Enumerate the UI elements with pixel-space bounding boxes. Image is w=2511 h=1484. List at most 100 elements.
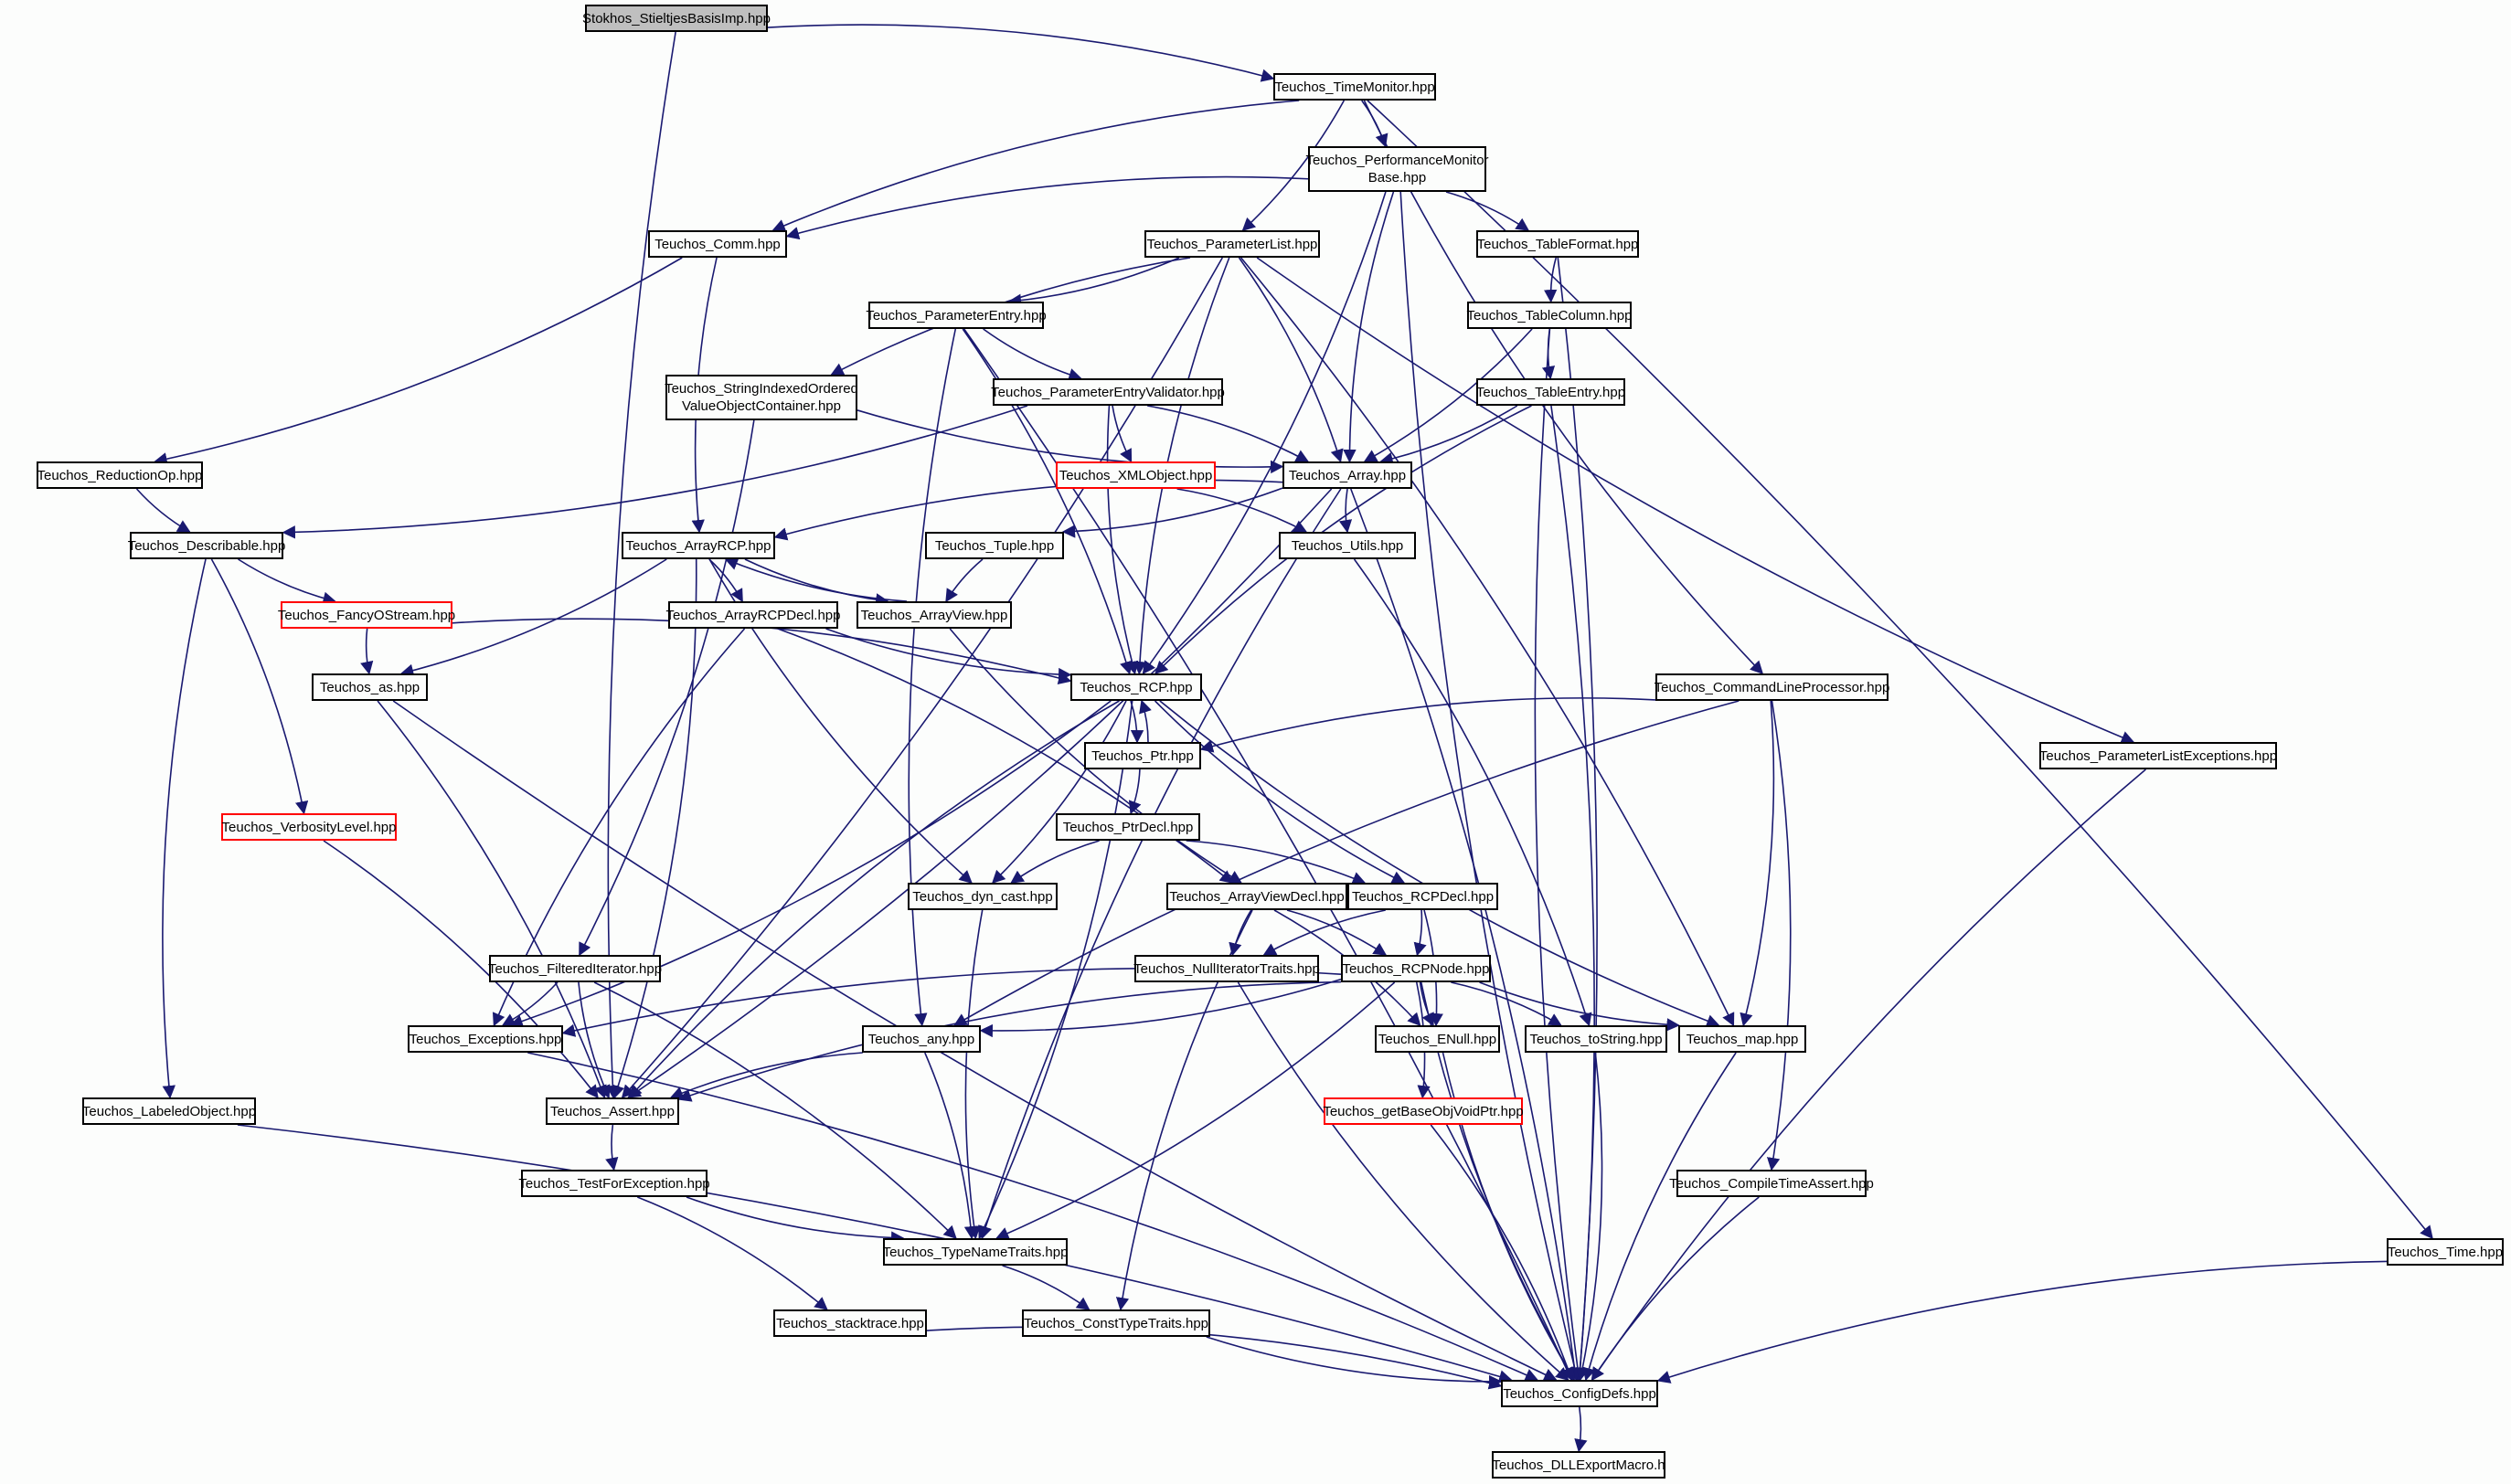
edge-arrayview-to-arrayrcp bbox=[724, 557, 908, 602]
node-rcp[interactable]: Teuchos_RCP.hpp bbox=[1070, 673, 1202, 701]
edge-utils-to-tostring bbox=[1353, 558, 1592, 1027]
node-peval[interactable]: Teuchos_ParameterEntryValidator.hpp bbox=[991, 378, 1225, 406]
node-label: ValueObjectContainer.hpp bbox=[681, 398, 841, 414]
node-ptr[interactable]: Teuchos_Ptr.hpp bbox=[1084, 742, 1201, 769]
edge-tablecolumn-to-array bbox=[1363, 328, 1533, 462]
node-arrayrcpdecl[interactable]: Teuchos_ArrayRCPDecl.hpp bbox=[665, 601, 841, 629]
edge-ptr-to-ptrdecl bbox=[1128, 768, 1142, 815]
node-arrayview[interactable]: Teuchos_ArrayView.hpp bbox=[857, 601, 1012, 629]
edge-perfmon-to-rcp bbox=[1142, 191, 1387, 675]
node-label: Teuchos_any.hpp bbox=[867, 1031, 975, 1047]
node-compiletime[interactable]: Teuchos_CompileTimeAssert.hpp bbox=[1669, 1170, 1874, 1197]
node-label: Teuchos_stacktrace.hpp bbox=[776, 1315, 924, 1331]
node-label: Teuchos_dyn_cast.hpp bbox=[912, 888, 1053, 905]
node-rcpnode[interactable]: Teuchos_RCPNode.hpp bbox=[1341, 955, 1491, 982]
node-as[interactable]: Teuchos_as.hpp bbox=[312, 673, 428, 701]
edge-peval-to-describable bbox=[282, 405, 1028, 539]
node-reductionop[interactable]: Teuchos_ReductionOp.hpp bbox=[37, 461, 203, 489]
node-time[interactable]: Teuchos_Time.hpp bbox=[2387, 1238, 2504, 1266]
node-label: Teuchos_Describable.hpp bbox=[127, 537, 286, 554]
node-label: Teuchos_as.hpp bbox=[319, 679, 420, 695]
node-paramlist[interactable]: Teuchos_ParameterList.hpp bbox=[1144, 230, 1320, 258]
edge-tableentry-to-array bbox=[1379, 405, 1518, 466]
node-labeled[interactable]: Teuchos_LabeledObject.hpp bbox=[82, 1097, 256, 1125]
edge-paramlist-to-paramentry bbox=[1007, 257, 1180, 307]
node-label: Teuchos_map.hpp bbox=[1686, 1031, 1799, 1047]
node-enull[interactable]: Teuchos_ENull.hpp bbox=[1375, 1025, 1500, 1053]
node-label: Teuchos_Assert.hpp bbox=[550, 1103, 675, 1119]
node-label: Teuchos_ParameterListExceptions.hpp bbox=[2038, 747, 2278, 764]
node-dyncast[interactable]: Teuchos_dyn_cast.hpp bbox=[908, 883, 1058, 910]
node-root[interactable]: Stokhos_StieltjesBasisImp.hpp bbox=[582, 5, 771, 32]
edge-comm-to-reductionop bbox=[154, 257, 683, 466]
edge-map-to-configdefs bbox=[1582, 1052, 1737, 1382]
node-typename[interactable]: Teuchos_TypeNameTraits.hpp bbox=[883, 1238, 1068, 1266]
node-map[interactable]: Teuchos_map.hpp bbox=[1678, 1025, 1806, 1053]
node-tablecolumn[interactable]: Teuchos_TableColumn.hpp bbox=[1467, 302, 1632, 329]
edge-tableformat-to-configdefs bbox=[1557, 257, 1598, 1382]
edge-arrayrcp-to-arrayview bbox=[744, 558, 889, 607]
node-arrayviewdecl[interactable]: Teuchos_ArrayViewDecl.hpp bbox=[1166, 883, 1347, 910]
node-getbase[interactable]: Teuchos_getBaseObjVoidPtr.hpp bbox=[1323, 1097, 1524, 1125]
edge-paramentry-to-rcp bbox=[962, 328, 1133, 675]
edge-array-to-typename bbox=[979, 488, 1342, 1240]
edge-tableentry-to-configdefs bbox=[1550, 405, 1595, 1382]
node-tuple[interactable]: Teuchos_Tuple.hpp bbox=[925, 532, 1064, 559]
node-paramentry[interactable]: Teuchos_ParameterEntry.hpp bbox=[866, 302, 1047, 329]
node-testforexc[interactable]: Teuchos_TestForException.hpp bbox=[518, 1170, 710, 1197]
node-utils[interactable]: Teuchos_Utils.hpp bbox=[1279, 532, 1416, 559]
node-stacktrace[interactable]: Teuchos_stacktrace.hpp bbox=[773, 1309, 927, 1337]
edge-getbase-to-configdefs bbox=[1430, 1124, 1575, 1382]
node-label: Teuchos_ArrayRCPDecl.hpp bbox=[665, 607, 841, 623]
node-describable[interactable]: Teuchos_Describable.hpp bbox=[127, 532, 286, 559]
node-ptrdecl[interactable]: Teuchos_PtrDecl.hpp bbox=[1056, 813, 1200, 841]
edge-peval-to-array bbox=[1147, 405, 1310, 462]
node-plexceptions[interactable]: Teuchos_ParameterListExceptions.hpp bbox=[2039, 742, 2277, 769]
edge-tablecolumn-to-configdefs bbox=[1534, 328, 1585, 1382]
node-tostring[interactable]: Teuchos_toString.hpp bbox=[1525, 1025, 1667, 1053]
node-label: Teuchos_TableFormat.hpp bbox=[1476, 236, 1639, 252]
node-clp[interactable]: Teuchos_CommandLineProcessor.hpp bbox=[1654, 673, 1889, 701]
node-verbosity[interactable]: Teuchos_VerbosityLevel.hpp bbox=[221, 813, 397, 841]
node-label: Teuchos_TestForException.hpp bbox=[518, 1175, 710, 1192]
node-rcpdecl[interactable]: Teuchos_RCPDecl.hpp bbox=[1347, 883, 1498, 910]
node-timemonitor[interactable]: Teuchos_TimeMonitor.hpp bbox=[1273, 73, 1436, 101]
node-arrayrcp[interactable]: Teuchos_ArrayRCP.hpp bbox=[622, 532, 775, 559]
edge-clp-to-any bbox=[953, 700, 1740, 1026]
edge-describable-to-labeled bbox=[162, 558, 207, 1099]
node-array[interactable]: Teuchos_Array.hpp bbox=[1282, 461, 1412, 489]
edge-reductionop-to-describable bbox=[135, 488, 191, 533]
edge-arrayrcpdecl-to-rcp bbox=[825, 628, 1072, 682]
node-filtered[interactable]: Teuchos_FilteredIterator.hpp bbox=[488, 955, 662, 982]
edge-root-to-assert bbox=[606, 31, 676, 1099]
node-assert[interactable]: Teuchos_Assert.hpp bbox=[546, 1097, 679, 1125]
edge-consttype-to-configdefs bbox=[1206, 1336, 1503, 1389]
node-fancyostream[interactable]: Teuchos_FancyOStream.hpp bbox=[278, 601, 455, 629]
node-configdefs[interactable]: Teuchos_ConfigDefs.hpp bbox=[1501, 1380, 1658, 1407]
node-exceptions[interactable]: Teuchos_Exceptions.hpp bbox=[408, 1025, 563, 1053]
edge-paramlist-to-plexceptions bbox=[1256, 257, 2135, 744]
node-label: Teuchos_Array.hpp bbox=[1288, 467, 1407, 483]
node-label: Teuchos_Exceptions.hpp bbox=[409, 1031, 562, 1047]
node-label: Teuchos_ParameterEntry.hpp bbox=[866, 307, 1047, 323]
node-label: Teuchos_ArrayViewDecl.hpp bbox=[1169, 888, 1345, 905]
node-label: Teuchos_LabeledObject.hpp bbox=[81, 1103, 257, 1119]
node-dllexport[interactable]: Teuchos_DLLExportMacro.h bbox=[1492, 1451, 1665, 1479]
node-nulliter[interactable]: Teuchos_NullIteratorTraits.hpp bbox=[1133, 955, 1320, 982]
edge-as-to-assert bbox=[377, 700, 607, 1099]
edge-perfmon-to-tableformat bbox=[1445, 191, 1530, 231]
edge-strindexed-to-array bbox=[857, 409, 1284, 474]
node-tableentry[interactable]: Teuchos_TableEntry.hpp bbox=[1476, 378, 1625, 406]
edge-xmlobject-to-utils bbox=[1176, 488, 1308, 533]
node-xmlobject[interactable]: Teuchos_XMLObject.hpp bbox=[1056, 461, 1216, 489]
node-comm[interactable]: Teuchos_Comm.hpp bbox=[648, 230, 787, 258]
edge-array-to-utils bbox=[1338, 488, 1353, 534]
node-consttype[interactable]: Teuchos_ConstTypeTraits.hpp bbox=[1022, 1309, 1210, 1337]
node-tableformat[interactable]: Teuchos_TableFormat.hpp bbox=[1476, 230, 1639, 258]
edge-perfmon-to-array bbox=[1343, 191, 1395, 463]
node-any[interactable]: Teuchos_any.hpp bbox=[862, 1025, 981, 1053]
edge-compiletime-to-configdefs bbox=[1591, 1196, 1760, 1382]
edge-rcpnode-to-typename bbox=[995, 981, 1396, 1240]
